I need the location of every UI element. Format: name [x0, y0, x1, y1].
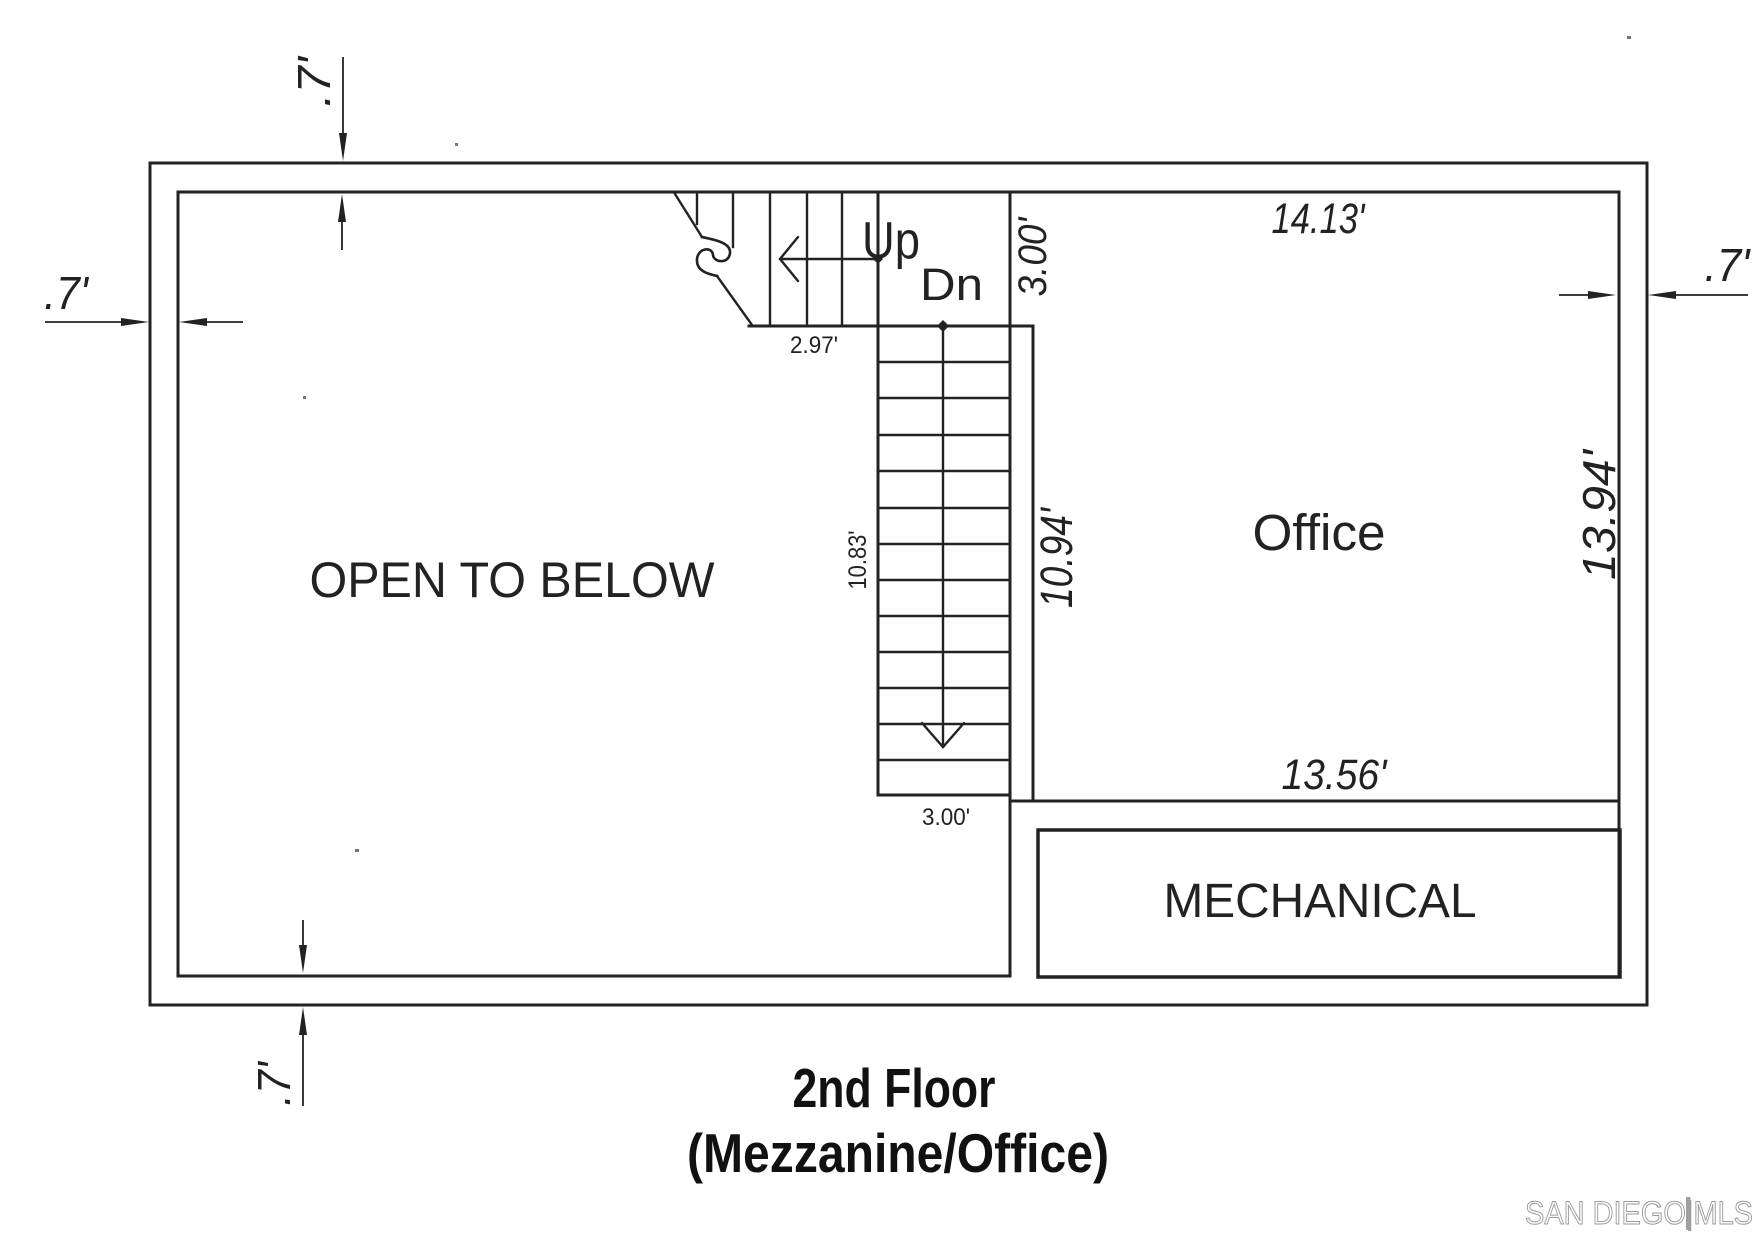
svg-text:.7': .7' — [288, 55, 340, 107]
svg-text:2.97': 2.97' — [790, 332, 838, 359]
svg-text:MECHANICAL: MECHANICAL — [1164, 875, 1477, 928]
svg-text:SAN DIEGO|MLS: SAN DIEGO|MLS — [1525, 1195, 1753, 1231]
svg-text:3.00': 3.00' — [1011, 216, 1055, 296]
svg-text:14.13': 14.13' — [1272, 195, 1366, 243]
svg-text:Office: Office — [1253, 504, 1386, 561]
svg-text:.7': .7' — [44, 267, 90, 319]
svg-text:OPEN TO BELOW: OPEN TO BELOW — [310, 552, 716, 608]
svg-text:10.83': 10.83' — [844, 531, 872, 590]
svg-text:Dn: Dn — [920, 259, 983, 310]
svg-text:.7': .7' — [248, 1060, 300, 1106]
svg-text:(Mezzanine/Office): (Mezzanine/Office) — [687, 1122, 1109, 1184]
svg-text:2nd Floor: 2nd Floor — [793, 1057, 996, 1119]
svg-text:.7': .7' — [1705, 239, 1752, 291]
svg-text:10.94': 10.94' — [1031, 507, 1082, 608]
svg-text:3.00': 3.00' — [922, 804, 970, 831]
svg-text:13.94': 13.94' — [1573, 448, 1625, 580]
svg-text:Up: Up — [862, 212, 920, 270]
svg-text:13.56': 13.56' — [1282, 751, 1389, 799]
